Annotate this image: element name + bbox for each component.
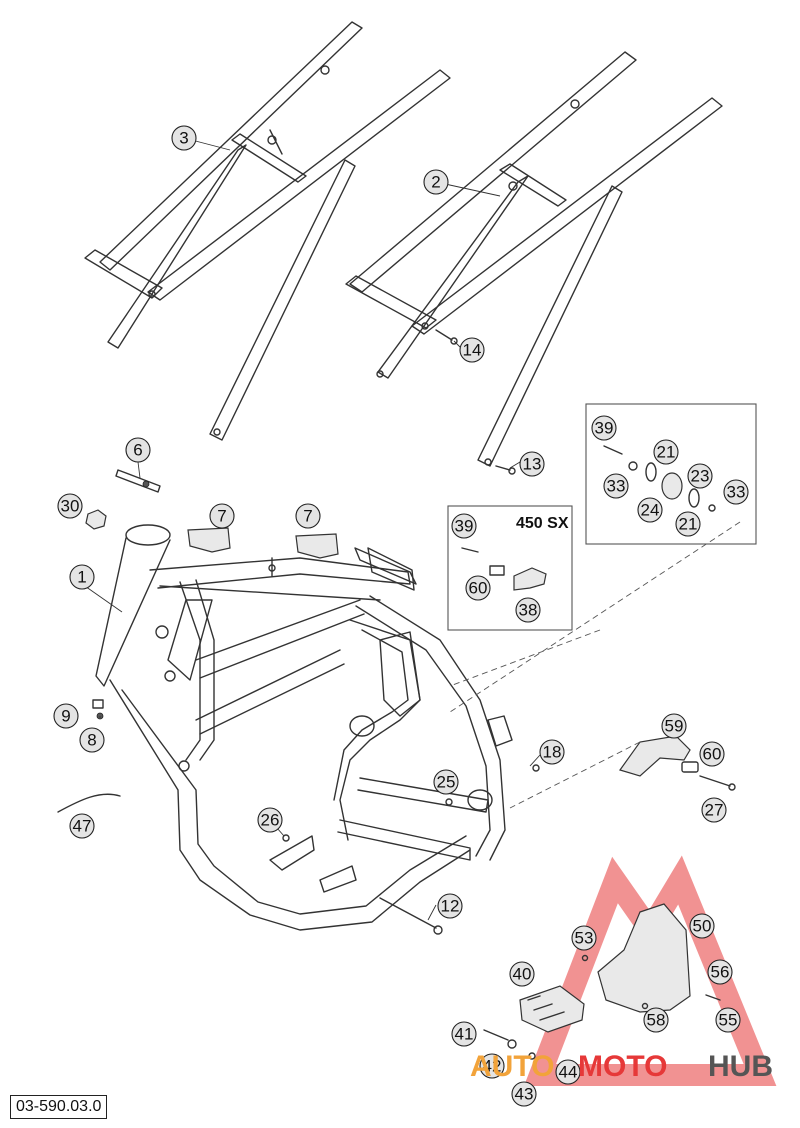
callout-60a: 60 <box>465 575 491 601</box>
svg-text:23: 23 <box>691 467 710 486</box>
svg-text:41: 41 <box>455 1025 474 1044</box>
svg-text:33: 33 <box>727 483 746 502</box>
svg-text:21: 21 <box>679 515 698 534</box>
callout-21b: 21 <box>675 511 701 537</box>
main-frame <box>95 524 513 931</box>
svg-text:24: 24 <box>641 501 660 520</box>
callout-25: 25 <box>433 769 459 795</box>
callout-47: 47 <box>69 813 95 839</box>
watermark-word-moto: MOTO <box>578 1050 667 1083</box>
svg-text:39: 39 <box>455 517 474 536</box>
callout-44: 44 <box>555 1059 581 1085</box>
svg-text:7: 7 <box>303 507 312 526</box>
svg-text:38: 38 <box>519 601 538 620</box>
svg-text:42: 42 <box>483 1057 502 1076</box>
callout-53: 53 <box>571 925 597 951</box>
svg-text:7: 7 <box>217 507 226 526</box>
callout-8: 8 <box>79 727 105 753</box>
callout-3: 3 <box>171 125 197 151</box>
callout-30: 30 <box>57 493 83 519</box>
svg-text:55: 55 <box>719 1011 738 1030</box>
svg-text:13: 13 <box>523 455 542 474</box>
inset-box-450sx: 450 SX <box>447 505 573 631</box>
dashed-leaders <box>449 521 741 809</box>
svg-text:58: 58 <box>647 1011 666 1030</box>
svg-text:26: 26 <box>261 811 280 830</box>
svg-text:30: 30 <box>61 497 80 516</box>
callout-12: 12 <box>437 893 463 919</box>
svg-text:50: 50 <box>693 917 712 936</box>
callout-18: 18 <box>539 739 565 765</box>
svg-text:60: 60 <box>469 579 488 598</box>
watermark-wordmark: AUTO MOTO HUB <box>470 1050 773 1083</box>
watermark-word-hub: HUB <box>708 1050 773 1083</box>
callout-41: 41 <box>451 1021 477 1047</box>
svg-text:18: 18 <box>543 743 562 762</box>
svg-text:9: 9 <box>61 707 70 726</box>
callout-33b: 33 <box>723 479 749 505</box>
callout-21a: 21 <box>653 439 679 465</box>
callout-43: 43 <box>511 1081 537 1107</box>
callout-42: 42 <box>479 1053 505 1079</box>
callout-55: 55 <box>715 1007 741 1033</box>
callout-27: 27 <box>701 797 727 823</box>
callout-39a: 39 <box>451 513 477 539</box>
callout-33a: 33 <box>603 473 629 499</box>
svg-text:21: 21 <box>657 443 676 462</box>
svg-text:39: 39 <box>595 419 614 438</box>
subframe-2 <box>345 51 723 467</box>
callout-7b: 7 <box>295 503 321 529</box>
callout-59: 59 <box>661 713 687 739</box>
svg-text:1: 1 <box>77 568 86 587</box>
subframe-3 <box>84 21 451 441</box>
callouts: 1 2 3 6 7 7 8 9 12 13 14 18 21 21 23 24 … <box>53 125 749 1107</box>
svg-text:27: 27 <box>705 801 724 820</box>
svg-text:47: 47 <box>73 817 92 836</box>
svg-text:43: 43 <box>515 1085 534 1104</box>
callout-56: 56 <box>707 959 733 985</box>
svg-text:2: 2 <box>431 173 440 192</box>
callout-38: 38 <box>515 597 541 623</box>
svg-text:12: 12 <box>441 897 460 916</box>
callout-14: 14 <box>459 337 485 363</box>
callout-26: 26 <box>257 807 283 833</box>
watermark-word-auto: AUTO <box>470 1050 554 1083</box>
callout-50: 50 <box>689 913 715 939</box>
callout-23: 23 <box>687 463 713 489</box>
callout-24: 24 <box>637 497 663 523</box>
svg-text:59: 59 <box>665 717 684 736</box>
svg-text:53: 53 <box>575 929 594 948</box>
svg-text:6: 6 <box>133 441 142 460</box>
callout-2: 2 <box>423 169 449 195</box>
callout-1: 1 <box>69 564 95 590</box>
callout-40: 40 <box>509 961 535 987</box>
callout-39b: 39 <box>591 415 617 441</box>
variant-label: 450 SX <box>516 515 569 532</box>
callout-7a: 7 <box>209 503 235 529</box>
svg-text:33: 33 <box>607 477 626 496</box>
hardware-parts <box>57 329 540 935</box>
svg-text:25: 25 <box>437 773 456 792</box>
svg-text:40: 40 <box>513 965 532 984</box>
callout-58: 58 <box>643 1007 669 1033</box>
callout-6: 6 <box>125 437 151 463</box>
svg-text:8: 8 <box>87 731 96 750</box>
svg-text:56: 56 <box>711 963 730 982</box>
callout-60b: 60 <box>699 741 725 767</box>
svg-text:3: 3 <box>179 129 188 148</box>
svg-text:60: 60 <box>703 745 722 764</box>
callout-9: 9 <box>53 703 79 729</box>
inset-box-bearing <box>585 403 757 545</box>
drawing-code-label: 03-590.03.0 <box>10 1095 108 1119</box>
svg-text:44: 44 <box>559 1063 578 1082</box>
callout-13: 13 <box>519 451 545 477</box>
svg-text:14: 14 <box>463 341 482 360</box>
chain-guide <box>619 735 736 791</box>
